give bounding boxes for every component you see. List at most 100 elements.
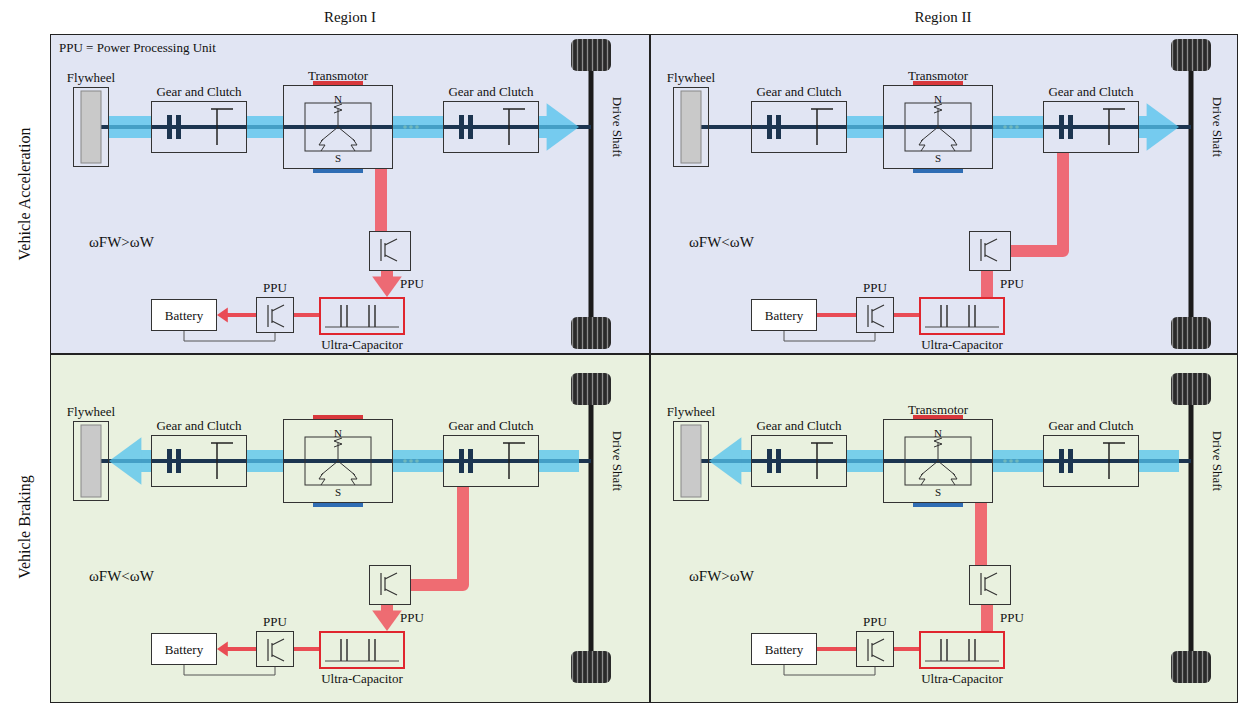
- part-label-holder: PPU: [400, 274, 424, 292]
- gear-symbol: [1103, 442, 1125, 444]
- rotor-frame: [905, 103, 971, 151]
- gear-clutch-box: Gear and Clutch: [443, 435, 539, 487]
- winding: [921, 127, 938, 141]
- part-label: Battery: [165, 309, 203, 324]
- ultracapacitor-box: Ultra-Capacitor: [319, 297, 405, 335]
- wire: [875, 333, 876, 341]
- flywheel-disc: [81, 91, 101, 163]
- wire: [275, 667, 276, 675]
- speed-relation-holder: ωFW<ωW: [689, 233, 754, 251]
- region-heading: Region I: [324, 9, 376, 26]
- wheel: [571, 39, 611, 71]
- flow-line: [247, 116, 283, 138]
- pole-label: N: [934, 93, 942, 106]
- flow-line: [109, 116, 151, 138]
- part-label: Drive Shaft: [1209, 431, 1224, 491]
- ppu-box: PPU: [369, 231, 411, 271]
- flow-line: [226, 313, 256, 317]
- pole-label-holder: N: [334, 423, 342, 441]
- switch-symbol: [872, 639, 884, 645]
- gear-symbol: [216, 109, 218, 145]
- flywheel-disc: [681, 91, 701, 163]
- part-label-holder: PPU: [863, 278, 887, 296]
- wire: [784, 665, 785, 675]
- part-label: Gear and Clutch: [156, 85, 241, 100]
- battery-box: Battery: [751, 633, 817, 665]
- flow-line: [411, 487, 463, 585]
- winding: [321, 127, 338, 141]
- arrowhead: [1147, 103, 1179, 151]
- switch-symbol: [267, 639, 268, 661]
- part-label-holder: Battery: [765, 306, 803, 324]
- battery-box: Battery: [151, 299, 217, 331]
- flywheel-box: Flywheel: [673, 421, 709, 501]
- part-label: Gear and Clutch: [1048, 419, 1133, 434]
- ultracapacitor-box: Ultra-Capacitor: [919, 297, 1005, 335]
- part-label: Gear and Clutch: [448, 419, 533, 434]
- gear-symbol: [816, 443, 818, 479]
- part-label-holder: Gear and Clutch: [448, 416, 533, 434]
- wire: [184, 665, 185, 675]
- part-label-holder: Gear and Clutch: [156, 82, 241, 100]
- switch-symbol: [985, 573, 997, 579]
- part-label: Gear and Clutch: [448, 85, 533, 100]
- flow-line: [993, 116, 1043, 138]
- pole-label: N: [334, 427, 342, 440]
- part-label-holder: Drive Shaft: [1209, 431, 1227, 491]
- switch-symbol: [872, 655, 884, 661]
- switch-symbol: [385, 239, 397, 245]
- power-flow: [539, 103, 579, 151]
- part-label-holder: Gear and Clutch: [756, 416, 841, 434]
- part-label-holder: Battery: [765, 640, 803, 658]
- region-heading-holder: Region II: [914, 8, 971, 26]
- drive-shaft-axle: [1189, 55, 1194, 333]
- gear-symbol: [811, 442, 833, 444]
- gear-symbol: [508, 443, 510, 479]
- speed-relation-holder: ωFW>ωW: [689, 567, 754, 585]
- part-label-holder: PPU: [263, 278, 287, 296]
- part-label: Flywheel: [67, 71, 115, 86]
- row-heading: Vehicle Acceleration: [16, 128, 34, 261]
- switch-symbol: [267, 305, 268, 327]
- gear-clutch-box: Gear and Clutch: [751, 101, 847, 153]
- transmotor-box: TransmotorNS: [883, 419, 993, 503]
- gear-symbol: [211, 442, 233, 444]
- part-label-holder: Drive Shaft: [609, 431, 627, 491]
- pole-label: N: [934, 427, 942, 440]
- power-flow: [1011, 153, 1063, 251]
- pole-label-holder: S: [935, 148, 941, 166]
- part-label: Battery: [165, 643, 203, 658]
- part-label-holder: Ultra-Capacitor: [921, 669, 1003, 687]
- part-label-holder: Transmotor: [908, 400, 968, 418]
- part-label-holder: Ultra-Capacitor: [921, 335, 1003, 353]
- winding: [919, 104, 957, 151]
- ppu-box: PPU: [969, 565, 1011, 605]
- transmotor-box: TransmotorNS: [283, 85, 393, 169]
- power-flow: [217, 307, 256, 322]
- part-label-holder: Gear and Clutch: [156, 416, 241, 434]
- shaft-line: [91, 459, 591, 463]
- transmotor-box: TransmotorNS: [883, 85, 993, 169]
- power-flow: [993, 127, 1043, 128]
- drive-shaft: Drive Shaft: [1179, 75, 1229, 179]
- wire: [184, 675, 275, 676]
- pole-label-holder: S: [935, 482, 941, 500]
- power-flow: [817, 649, 856, 650]
- flow-line: [847, 116, 883, 138]
- switch-symbol: [272, 321, 284, 327]
- gear-symbol: [1108, 109, 1110, 145]
- power-flow: [217, 641, 256, 656]
- flow-line: [375, 169, 387, 231]
- panel: ωFW>ωW Flywheel Gear and Clutch TransmotorN…: [650, 354, 1238, 703]
- wheel: [1171, 651, 1211, 683]
- capacitor-plate: [946, 639, 948, 661]
- part-label-holder: Transmotor: [908, 66, 968, 84]
- pole-label: S: [335, 486, 341, 499]
- region-heading: Region II: [914, 9, 971, 26]
- rotor-frame: [305, 437, 371, 485]
- flow-line: [226, 647, 256, 651]
- pole-label: S: [335, 152, 341, 165]
- flywheel-disc: [81, 425, 101, 497]
- part-label: Gear and Clutch: [756, 85, 841, 100]
- drive-shaft-axle: [1189, 389, 1194, 667]
